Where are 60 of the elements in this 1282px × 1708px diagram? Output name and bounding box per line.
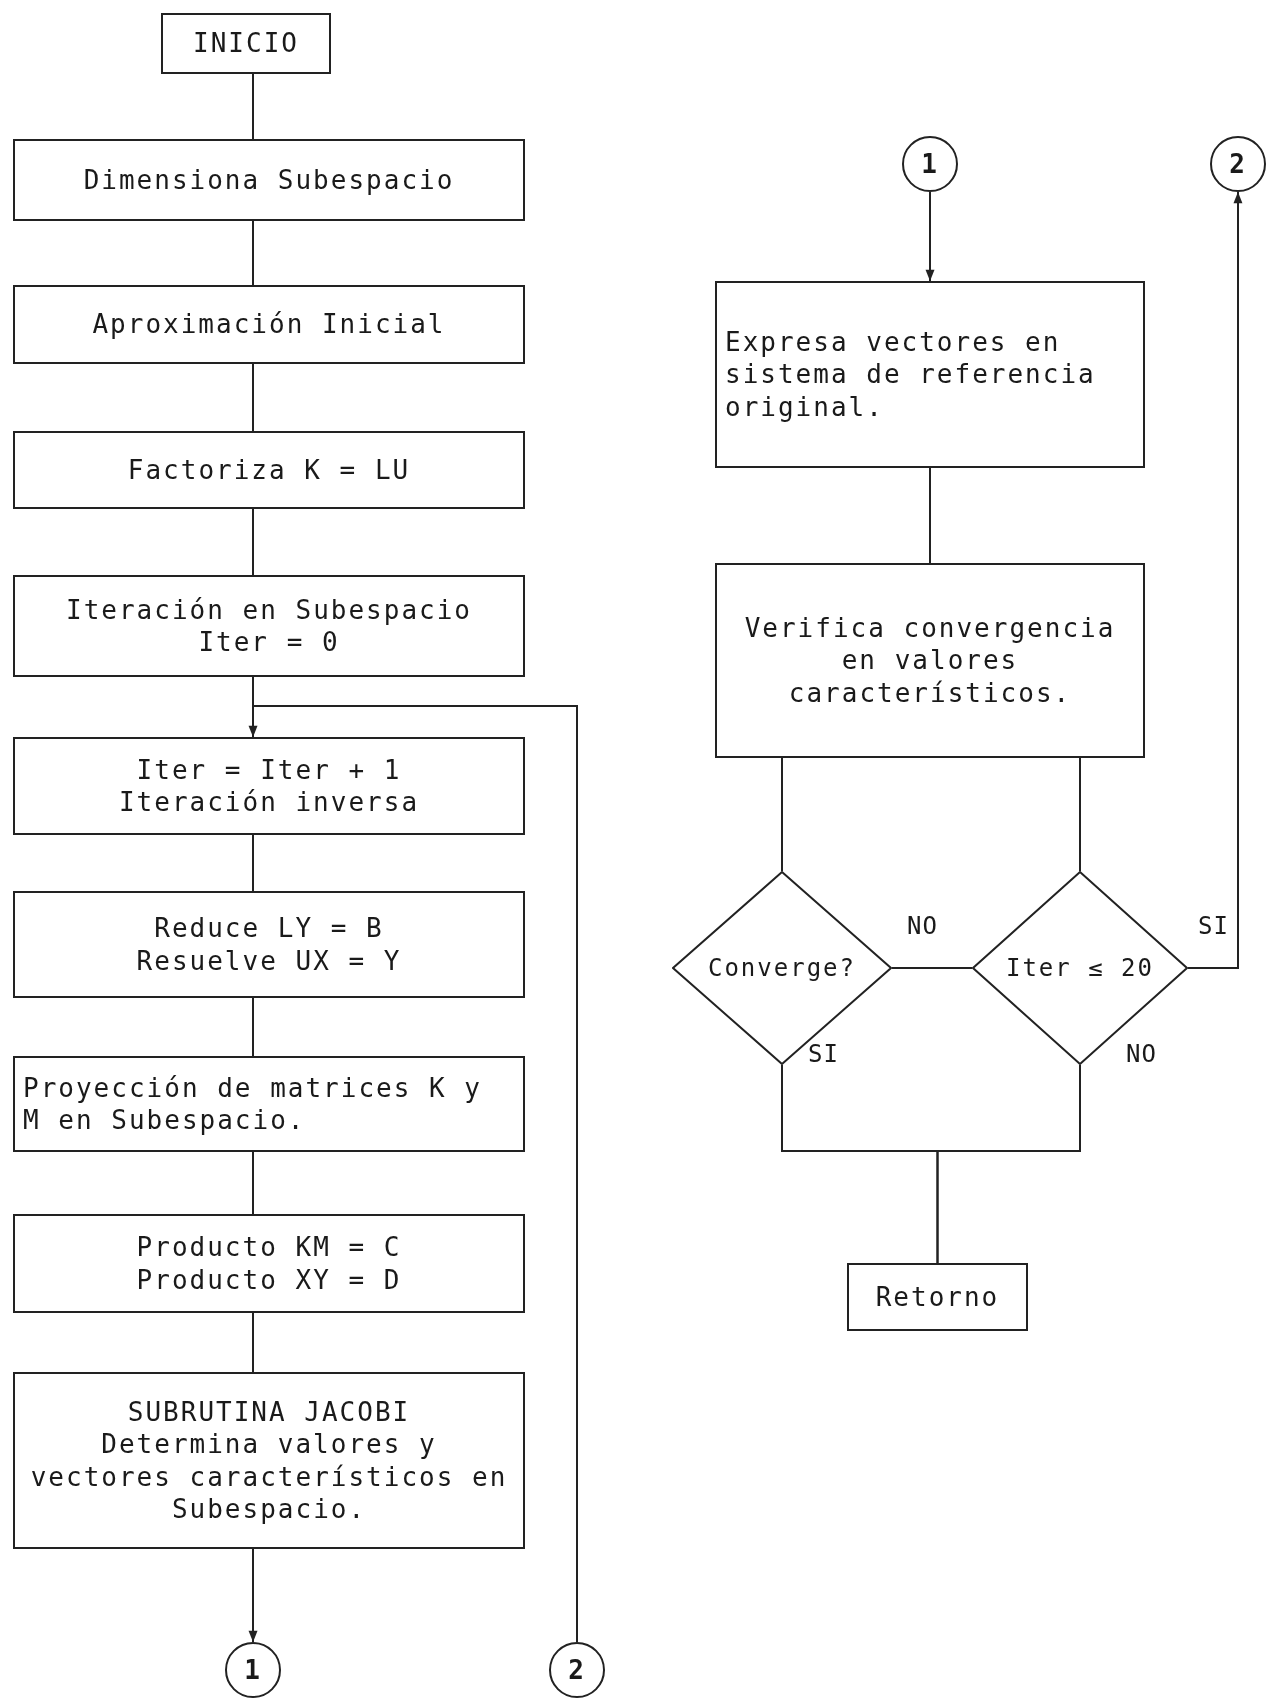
process-box	[13, 737, 525, 835]
process-box	[13, 1214, 525, 1313]
box-text: Resuelve UX = Y	[136, 944, 402, 977]
box-text: Reduce LY = B	[154, 912, 384, 945]
connector-number: 1	[244, 1653, 262, 1687]
box-text: Proyección de matrices K y M en Subespacio.	[23, 1071, 483, 1137]
process-box	[13, 575, 525, 677]
connector-circle	[1210, 136, 1266, 192]
connector-line	[252, 997, 254, 1057]
process-box	[13, 285, 525, 364]
connector-line	[936, 1064, 1081, 1264]
arrow	[925, 191, 935, 282]
process-box	[13, 1372, 525, 1549]
connector-line	[252, 834, 254, 892]
box-text: Producto KM = C	[136, 1231, 402, 1264]
box-text: Expresa vectores en sistema de referencia original.	[725, 325, 1097, 424]
box-text: Iteración inversa	[118, 786, 420, 819]
connector-line	[252, 220, 254, 286]
connector-line	[252, 73, 254, 140]
box-text: Iter = Iter + 1	[136, 753, 402, 786]
box-text: Determina valores y vectores característicos en Subespacio.	[29, 1428, 509, 1526]
box-text: Iteración en Subespacio	[66, 593, 472, 626]
connector-line	[252, 508, 254, 576]
process-box	[13, 1056, 525, 1152]
process-box	[715, 281, 1145, 468]
process-box	[715, 563, 1145, 758]
connector-number: 1	[921, 147, 939, 181]
box-text: Retorno	[875, 1280, 1000, 1314]
box-text: Producto XY = D	[136, 1263, 402, 1296]
connector-line	[252, 363, 254, 432]
connector-line	[1079, 757, 1081, 872]
box-text: SUBRUTINA JACOBI	[127, 1395, 411, 1428]
box-text: Iter = 0	[198, 626, 340, 659]
decision-diamond	[972, 871, 1188, 1065]
arrow	[1187, 191, 1243, 969]
connector-number: 2	[1229, 147, 1247, 181]
process-box	[13, 891, 525, 998]
arrow	[248, 1548, 258, 1643]
process-box	[161, 13, 331, 74]
process-box	[847, 1263, 1028, 1331]
connector-circle	[225, 1642, 281, 1698]
box-text: Verifica convergencia en valores característicos.	[743, 611, 1117, 710]
connector-line	[781, 757, 783, 872]
box-text: Dimensiona Subespacio	[83, 163, 455, 197]
connector-line	[252, 1151, 254, 1215]
process-box	[13, 139, 525, 221]
connector-line	[252, 1312, 254, 1373]
connector-line	[891, 967, 973, 969]
process-box	[13, 431, 525, 509]
box-text: Aproximación Inicial	[92, 308, 446, 341]
box-text: Factoriza K = LU	[127, 453, 411, 487]
box-text: INICIO	[193, 27, 299, 60]
decision-text: Iter ≤ 20	[1005, 953, 1154, 983]
connector-circle	[902, 136, 958, 192]
decision-diamond	[672, 871, 892, 1065]
arrow	[248, 705, 578, 1643]
connector-line	[929, 467, 931, 564]
decision-text: Converge?	[707, 953, 856, 983]
connector-number: 2	[568, 1653, 586, 1687]
connector-circle	[549, 1642, 605, 1698]
